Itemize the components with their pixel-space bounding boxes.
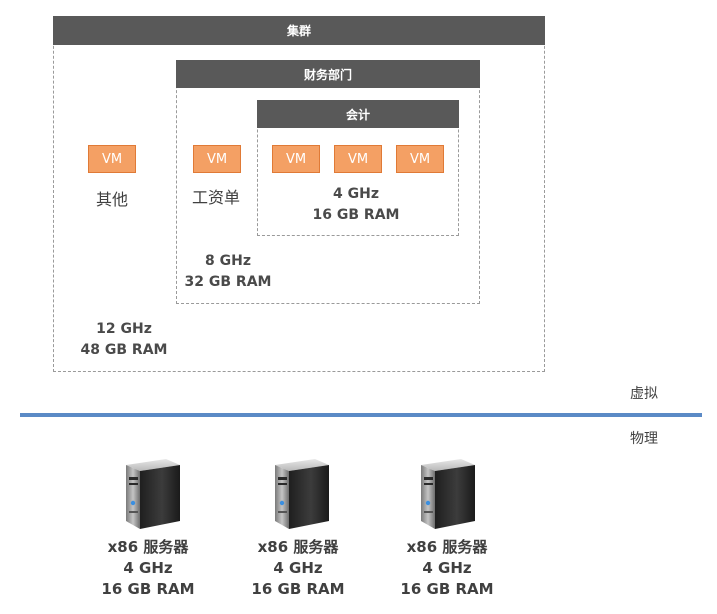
finance-ram: 32 GB RAM [184, 274, 272, 290]
vm-other: VM [88, 145, 136, 173]
finance-cpu: 8 GHz [205, 253, 251, 269]
vm-accounting-2: VM [334, 145, 382, 173]
server-ram: 16 GB RAM [400, 580, 494, 598]
cluster-ram: 48 GB RAM [80, 342, 168, 358]
cluster-header: 集群 [53, 16, 545, 45]
server-icon [267, 455, 333, 531]
server-label: x86 服务器 4 GHz 16 GB RAM [233, 537, 363, 600]
cluster-capacity: 12 GHz 48 GB RAM [72, 319, 176, 361]
finance-title: 财务部门 [303, 67, 352, 82]
vm-label: VM [285, 151, 307, 167]
finance-box: 财务部门 [176, 60, 480, 304]
vm-label: VM [101, 151, 123, 167]
payroll-label: 工资单 [192, 188, 241, 207]
accounting-header: 会计 [257, 100, 459, 128]
finance-capacity: 8 GHz 32 GB RAM [174, 251, 282, 293]
server-ram: 16 GB RAM [101, 580, 195, 598]
server-cpu: 4 GHz [273, 559, 323, 577]
accounting-capacity: 4 GHz 16 GB RAM [300, 184, 412, 226]
vm-accounting-3: VM [396, 145, 444, 173]
vm-label: VM [206, 151, 228, 167]
vm-accounting-1: VM [272, 145, 320, 173]
server-ram: 16 GB RAM [251, 580, 345, 598]
cluster-cpu: 12 GHz [96, 321, 152, 337]
vm-payroll: VM [193, 145, 241, 173]
server-name: x86 服务器 [406, 538, 488, 556]
virtual-layer-label: 虚拟 [630, 386, 658, 402]
server-cpu: 4 GHz [123, 559, 173, 577]
server-icon [413, 455, 479, 531]
server-name: x86 服务器 [257, 538, 339, 556]
accounting-box: 会计 [257, 100, 459, 236]
server-label: x86 服务器 4 GHz 16 GB RAM [83, 537, 213, 600]
server-icon [118, 455, 184, 531]
accounting-ram: 16 GB RAM [312, 207, 400, 223]
server-label: x86 服务器 4 GHz 16 GB RAM [382, 537, 512, 600]
physical-layer-label: 物理 [630, 431, 658, 447]
server-cpu: 4 GHz [422, 559, 472, 577]
vm-label: VM [347, 151, 369, 167]
cluster-title: 集群 [286, 24, 311, 38]
layer-divider [20, 413, 702, 417]
server-name: x86 服务器 [107, 538, 189, 556]
finance-header: 财务部门 [176, 60, 480, 88]
cluster-box: 集群 [53, 16, 545, 372]
accounting-cpu: 4 GHz [333, 186, 379, 202]
other-label: 其他 [96, 190, 129, 209]
vm-label: VM [409, 151, 431, 167]
accounting-title: 会计 [345, 107, 370, 122]
